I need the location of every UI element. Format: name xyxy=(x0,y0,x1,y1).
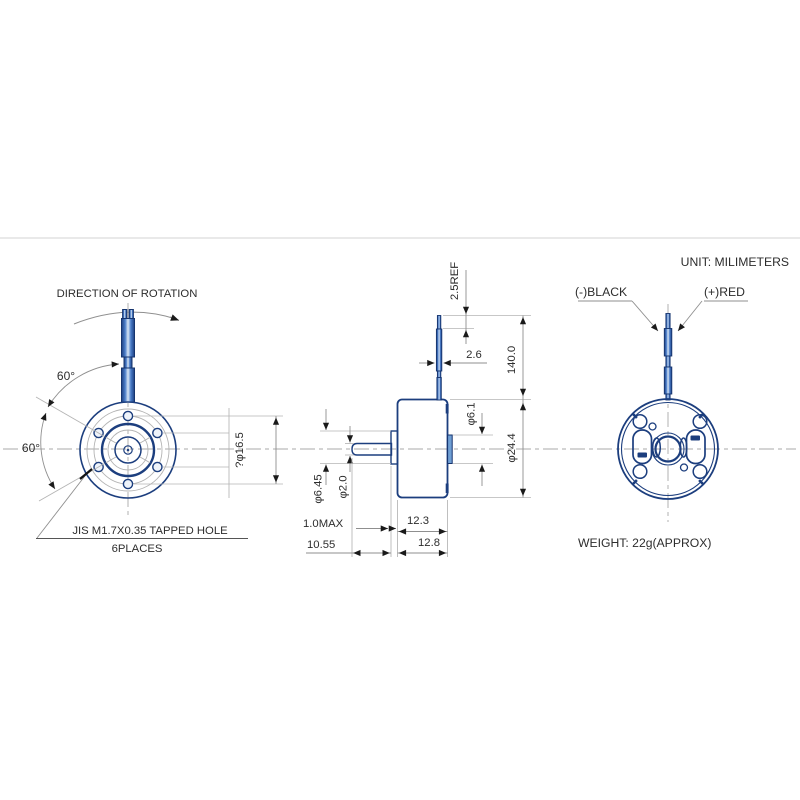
tapped-hole-note: JIS M1.7X0.35 TAPPED HOLE 6PLACES xyxy=(36,468,248,555)
rear-boss xyxy=(447,434,453,464)
leader-thick-segment xyxy=(79,468,93,480)
brush-contact-left xyxy=(637,452,647,458)
dim-1-0max-label: 1.0MAX xyxy=(303,518,344,530)
dim-shaft-and-overall-length: 10.55 12.8 xyxy=(306,537,448,557)
dim-10-55-label: 10.55 xyxy=(307,539,335,551)
negative-lead-label: (-)BLACK xyxy=(575,285,627,299)
dim-6-45-label: φ6.45 xyxy=(312,474,324,503)
vent-slot-right xyxy=(679,437,688,458)
front-shaft xyxy=(121,309,135,403)
rear-tab-bottom xyxy=(445,483,449,493)
front-face-circles xyxy=(79,401,177,499)
pitch-circle-dimension: ?φ16.5 xyxy=(134,408,283,498)
dim-lead-exposed: 2.5REF xyxy=(443,262,531,344)
direction-of-rotation-label: DIRECTION OF ROTATION xyxy=(57,288,198,300)
brush-contact-right xyxy=(690,435,700,441)
positive-lead-leader xyxy=(677,300,703,332)
dim-12-8-label: 12.8 xyxy=(418,537,440,549)
side-view: 2.5REF 2.6 140.0 φ24.4 φ6.1 xyxy=(303,262,531,557)
rear-end-cap xyxy=(617,398,719,500)
weight-note: WEIGHT: 22g(APPROX) xyxy=(578,536,711,550)
tapped-holes xyxy=(93,410,163,490)
lead-wire-side xyxy=(435,315,443,401)
dim-140-label: 140.0 xyxy=(506,346,518,374)
dim-2-6-label: 2.6 xyxy=(466,349,482,361)
dim-front-boss-dia: φ6.45 xyxy=(312,409,391,504)
dim-6-1-label: φ6.1 xyxy=(465,402,477,425)
dim-rear-boss-dia: φ6.1 xyxy=(453,402,493,486)
angle-dimensions: 60° 60° xyxy=(22,361,120,502)
pitch-circle-dia-label: ?φ16.5 xyxy=(234,432,246,468)
dim-2-0-label: φ2.0 xyxy=(337,475,349,498)
motor-body-side xyxy=(396,398,449,499)
rear-tab-top xyxy=(445,404,449,414)
lead-wire-rear xyxy=(663,313,673,401)
bottom-extension-lines xyxy=(351,458,448,557)
shaft-side xyxy=(351,442,393,456)
negative-lead-leader xyxy=(631,300,659,332)
dim-shaft-dia: φ2.0 xyxy=(337,426,354,499)
angle-arc-upper xyxy=(47,361,120,408)
dim-body-length: 12.3 xyxy=(397,515,448,535)
rear-view: (-)BLACK (+)RED xyxy=(575,285,748,522)
brush-slot-right xyxy=(685,429,706,465)
dim-boss-protrusion: 1.0MAX xyxy=(303,518,396,532)
dim-lead-dia: 2.6 xyxy=(419,349,487,367)
brush-slot-left xyxy=(632,429,653,465)
front-view: DIRECTION OF ROTATION xyxy=(22,288,283,555)
lead-labels: (-)BLACK (+)RED xyxy=(575,285,748,332)
angle-60-upper-label: 60° xyxy=(57,369,75,383)
angle-arc-lower xyxy=(40,412,56,490)
unit-note: UNIT: MILIMETERS xyxy=(681,255,789,269)
angle-60-lower-label: 60° xyxy=(22,441,40,455)
rotation-arrow xyxy=(169,314,180,321)
dim-12-3-label: 12.3 xyxy=(407,515,429,527)
positive-lead-label: (+)RED xyxy=(704,285,745,299)
dim-24-4-label: φ24.4 xyxy=(506,433,518,462)
tapped-hole-note-line2: 6PLACES xyxy=(112,543,163,555)
dim-lead-length-and-body-dia: 140.0 φ24.4 xyxy=(450,315,531,498)
tapped-hole-note-line1: JIS M1.7X0.35 TAPPED HOLE xyxy=(72,525,228,537)
vent-slot-left xyxy=(651,437,662,458)
dim-2-5ref-label: 2.5REF xyxy=(449,262,461,300)
